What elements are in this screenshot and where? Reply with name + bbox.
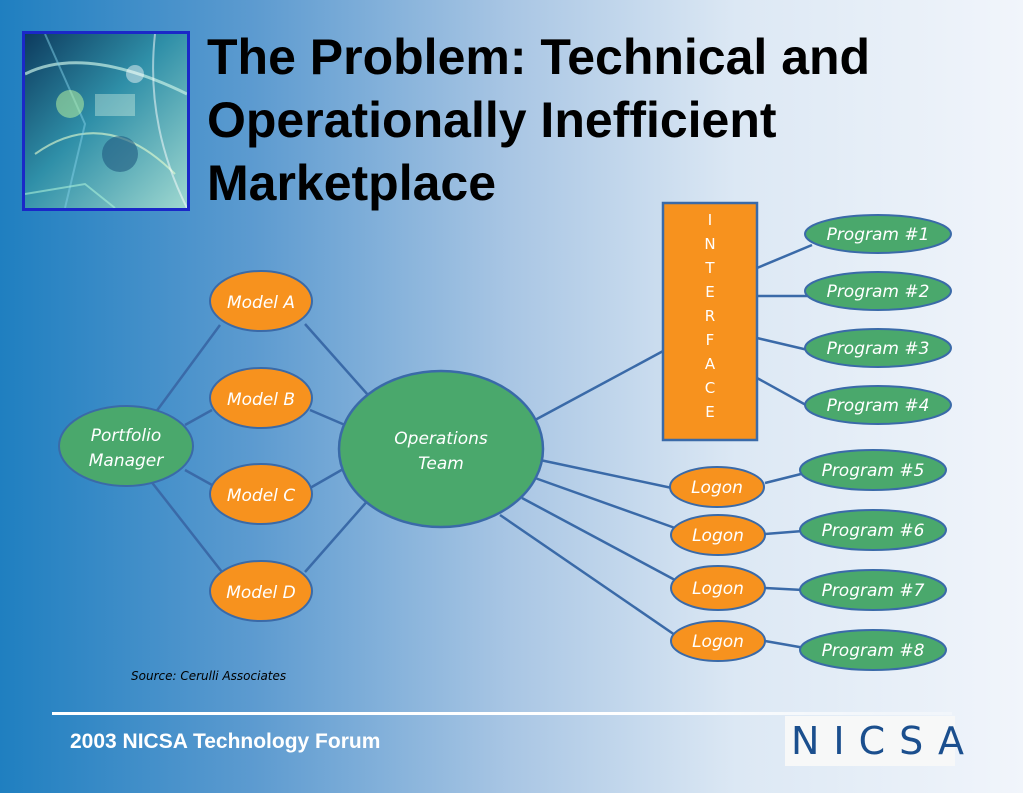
connector-line: [309, 466, 346, 490]
model-node: Model B: [209, 367, 313, 429]
program-node: Program #1: [804, 214, 952, 254]
portfolio-label-line-1: Portfolio: [91, 426, 162, 446]
logon-label: Logon: [691, 478, 743, 498]
program-node: Program #7: [799, 569, 947, 611]
logon-node: Logon: [669, 466, 765, 508]
connector-line: [184, 468, 213, 487]
connector-line: [148, 324, 222, 421]
interface-letter: N: [704, 235, 715, 253]
portfolio-label-line-2: Manager: [89, 451, 165, 471]
program-node: Program #4: [804, 385, 952, 425]
logon-label: Logon: [692, 579, 744, 599]
connector-line: [534, 476, 676, 530]
logon-label: Logon: [692, 632, 744, 652]
program-label: Program #3: [827, 339, 930, 359]
footer-divider: [52, 712, 952, 715]
connector-line: [764, 471, 806, 485]
title-line-3: Marketplace: [207, 155, 497, 211]
interface-letter: C: [705, 379, 715, 397]
program-node: Program #5: [799, 449, 947, 491]
program-node: Program #3: [804, 328, 952, 368]
program-node: Program #2: [804, 271, 952, 311]
interface-letter: A: [705, 355, 716, 373]
connector-line: [764, 639, 806, 650]
logon-node: Logon: [670, 565, 766, 611]
model-node: Model A: [209, 270, 313, 332]
interface-box: I N T E R F A C E: [661, 201, 759, 442]
connector-line: [534, 348, 666, 422]
program-label: Program #8: [822, 641, 925, 661]
source-citation: Source: Cerulli Associates: [131, 669, 287, 683]
model-label: Model C: [227, 486, 295, 506]
program-node: Program #6: [799, 509, 947, 551]
connector-line: [304, 323, 369, 396]
connector-line: [756, 243, 813, 270]
interface-letter: T: [704, 259, 715, 277]
connector-line: [304, 497, 371, 573]
model-label: Model A: [227, 293, 295, 313]
model-label: Model B: [227, 390, 295, 410]
program-label: Program #2: [827, 282, 930, 302]
model-label: Model D: [226, 583, 296, 603]
model-node: Model D: [209, 560, 313, 622]
title-line-1: The Problem: Technical and: [207, 29, 871, 85]
logon-node: Logon: [670, 620, 766, 662]
connector-line: [539, 458, 673, 490]
connector-line: [309, 408, 346, 427]
page-title: The Problem: Technical and Operationally…: [207, 26, 1007, 215]
interface-letter: F: [706, 331, 715, 349]
circuit-thumbnail-image: [22, 31, 190, 211]
operations-team-node: Operations Team: [337, 369, 545, 529]
connector-line: [499, 513, 676, 637]
portfolio-manager-node: Portfolio Manager: [58, 405, 194, 487]
operations-label-line-2: Team: [418, 454, 464, 474]
interface-letter: E: [705, 283, 714, 301]
interface-letter: R: [705, 307, 715, 325]
connector-line: [764, 586, 804, 592]
connector-line: [764, 529, 804, 536]
logon-label: Logon: [692, 526, 744, 546]
program-label: Program #1: [827, 225, 930, 245]
footer-text: 2003 NICSA Technology Forum: [70, 730, 381, 753]
logon-node: Logon: [670, 514, 766, 556]
connector-line: [149, 479, 223, 573]
model-node: Model C: [209, 463, 313, 525]
interface-letter: E: [705, 403, 714, 421]
title-line-2: Operationally Inefficient: [207, 92, 777, 148]
operations-label-line-1: Operations: [394, 429, 488, 449]
interface-letter: I: [708, 211, 712, 229]
connector-line: [184, 408, 213, 427]
program-label: Program #6: [822, 521, 925, 541]
connector-line: [521, 496, 676, 582]
connector-line: [756, 336, 809, 352]
program-node: Program #8: [799, 629, 947, 671]
program-label: Program #4: [827, 396, 930, 416]
nicsa-logo: NICSA: [785, 716, 964, 766]
program-label: Program #7: [822, 581, 925, 601]
program-label: Program #5: [822, 461, 925, 481]
